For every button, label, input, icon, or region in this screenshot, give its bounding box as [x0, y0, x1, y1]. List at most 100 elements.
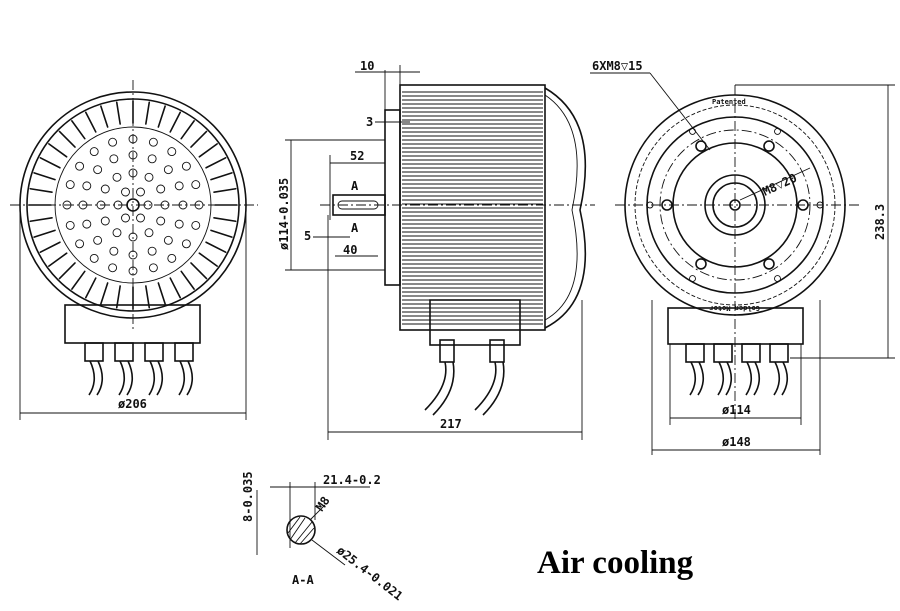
- vent-hole: [163, 165, 173, 175]
- fin: [210, 229, 233, 238]
- shaft-section: [286, 515, 316, 545]
- front-diameter-label: ø206: [118, 397, 147, 411]
- svg-text:M8▽20: M8▽20: [760, 171, 799, 199]
- fin: [190, 262, 208, 280]
- svg-text:10: 10: [360, 59, 374, 73]
- svg-text:52: 52: [350, 149, 364, 163]
- vent-hole: [181, 239, 191, 249]
- vent-hole: [108, 263, 118, 273]
- bolt-hole: [763, 140, 775, 152]
- side-view: 10 3 52 A A 5 40 ø114-0.035 217: [277, 59, 595, 440]
- side-junction-box: [429, 299, 521, 346]
- cable-gland: [769, 343, 789, 363]
- vent-hole: [75, 239, 85, 249]
- vent-hole: [148, 137, 158, 147]
- cable: [148, 360, 164, 396]
- end-cap: [544, 87, 587, 329]
- fin: [180, 120, 195, 140]
- cable: [118, 360, 134, 396]
- cable: [88, 360, 104, 396]
- cable-gland: [84, 342, 104, 362]
- vent-hole: [167, 147, 177, 157]
- vent-hole: [65, 220, 75, 230]
- small-hole: [774, 127, 781, 135]
- svg-text:3: 3: [366, 115, 373, 129]
- fin: [198, 252, 218, 267]
- fin: [115, 101, 121, 125]
- vent-hole: [109, 246, 119, 256]
- bolt-hole: [763, 258, 775, 270]
- cable-glands: [84, 342, 194, 396]
- cable-gland: [144, 342, 164, 362]
- vent-hole: [89, 253, 99, 263]
- svg-text:217: 217: [440, 417, 462, 431]
- vent-hole: [167, 253, 177, 263]
- fin: [39, 156, 61, 169]
- cable-gland: [713, 343, 733, 363]
- vent-hole: [191, 220, 201, 230]
- vent-hole: [136, 187, 145, 197]
- cable-gland: [741, 343, 761, 363]
- cable-gland: [174, 342, 194, 362]
- vent-hole: [82, 219, 92, 229]
- vent-hole: [89, 147, 99, 157]
- vent-hole: [93, 235, 103, 245]
- fin: [169, 111, 182, 133]
- cable: [773, 361, 789, 396]
- fin: [100, 282, 109, 305]
- fin: [58, 262, 76, 280]
- fin: [84, 111, 97, 133]
- vent-hole: [121, 187, 130, 197]
- bolt-callout: 6XM8▽15: [592, 59, 643, 73]
- small-hole: [689, 127, 696, 135]
- fin: [145, 285, 151, 309]
- fin: [39, 241, 61, 254]
- vent-hole: [82, 181, 92, 191]
- fin: [33, 172, 56, 181]
- vent-hole: [75, 161, 85, 171]
- svg-text:ø25.4-0.021: ø25.4-0.021: [334, 543, 405, 603]
- vent-hole: [144, 172, 154, 182]
- vent-hole: [121, 213, 130, 223]
- fin: [213, 217, 237, 223]
- cable: [745, 361, 761, 396]
- fin: [157, 282, 166, 305]
- cable: [178, 360, 194, 396]
- small-hole: [774, 275, 781, 283]
- fin: [48, 252, 68, 267]
- vent-hole: [65, 180, 75, 190]
- vent-hole: [156, 184, 166, 194]
- front-view: ø206: [10, 80, 258, 420]
- fin: [198, 143, 218, 158]
- svg-text:A-A: A-A: [292, 573, 314, 587]
- vent-hole: [147, 154, 157, 164]
- rear-cable-glands: [685, 343, 789, 396]
- svg-text:ø148: ø148: [722, 435, 751, 449]
- svg-text:A: A: [351, 179, 359, 193]
- vent-hole: [100, 216, 110, 226]
- vent-hole: [144, 228, 154, 238]
- fin: [71, 120, 86, 140]
- fin: [100, 105, 109, 128]
- cable: [717, 361, 733, 396]
- svg-text:5: 5: [304, 229, 311, 243]
- vent-hole: [174, 181, 184, 191]
- fin: [29, 187, 53, 193]
- svg-text:238.3: 238.3: [873, 204, 887, 240]
- cable: [689, 361, 705, 396]
- fin: [71, 270, 86, 290]
- fin: [190, 130, 208, 148]
- cable-gland: [114, 342, 134, 362]
- bolt-hole: [695, 140, 707, 152]
- caption: Air cooling: [537, 545, 694, 581]
- section-a-a: 21.4-0.2 8-0.035 M8 ø25.4-0.021 A-A: [241, 471, 405, 603]
- vent-hole: [109, 154, 119, 164]
- fin: [205, 241, 227, 254]
- vent-hole: [156, 216, 166, 226]
- cooling-fins: [28, 100, 238, 310]
- svg-text:40: 40: [343, 243, 357, 257]
- motor-body: [399, 84, 546, 331]
- fin: [48, 143, 68, 158]
- vent-hole: [181, 161, 191, 171]
